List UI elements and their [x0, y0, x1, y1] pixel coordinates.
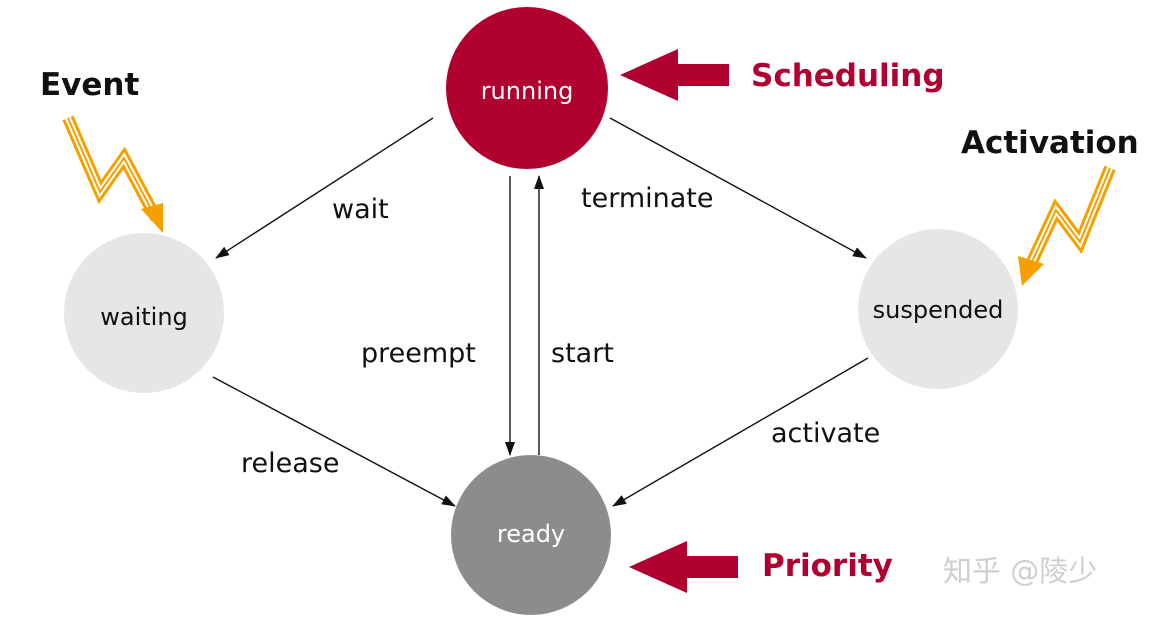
state-ready-circle	[451, 455, 611, 615]
edge-wait	[215, 117, 434, 259]
priority-arrow-icon	[629, 541, 738, 593]
label-terminate: terminate	[581, 183, 713, 214]
activation-lightning-icon	[1018, 165, 1116, 286]
event-lightning-icon	[62, 115, 163, 233]
state-ready: ready	[451, 455, 611, 615]
callout-activation-label: Activation	[961, 125, 1139, 161]
label-preempt: preempt	[361, 338, 476, 369]
callout-event-label: Event	[40, 67, 139, 103]
state-suspended: suspended	[858, 229, 1018, 389]
callout-scheduling-label: Scheduling	[751, 58, 945, 94]
watermark: 知乎 @陵少	[943, 554, 1097, 588]
callout-priority-label: Priority	[762, 548, 893, 584]
callout-activation: Activation	[961, 125, 1139, 286]
state-waiting-circle	[64, 233, 224, 393]
transitions	[212, 117, 869, 507]
transition-labels: wait terminate preempt start release act…	[241, 183, 880, 479]
state-suspended-circle	[858, 229, 1018, 389]
label-wait: wait	[332, 194, 389, 225]
state-running: running	[446, 7, 608, 169]
state-running-label: running	[481, 77, 574, 105]
label-release: release	[241, 448, 339, 479]
callout-priority: Priority	[629, 541, 893, 593]
callout-event: Event	[40, 67, 163, 233]
callout-scheduling: Scheduling	[620, 49, 945, 101]
scheduling-arrow-icon	[620, 49, 729, 101]
edge-terminate	[609, 117, 867, 259]
state-suspended-label: suspended	[873, 296, 1004, 324]
label-start: start	[551, 338, 614, 369]
edge-release	[212, 376, 456, 507]
state-waiting: waiting	[64, 233, 224, 393]
edge-activate	[612, 357, 869, 507]
state-ready-label: ready	[497, 520, 565, 548]
state-running-circle	[446, 7, 608, 169]
label-activate: activate	[771, 418, 880, 449]
state-waiting-label: waiting	[100, 303, 188, 331]
